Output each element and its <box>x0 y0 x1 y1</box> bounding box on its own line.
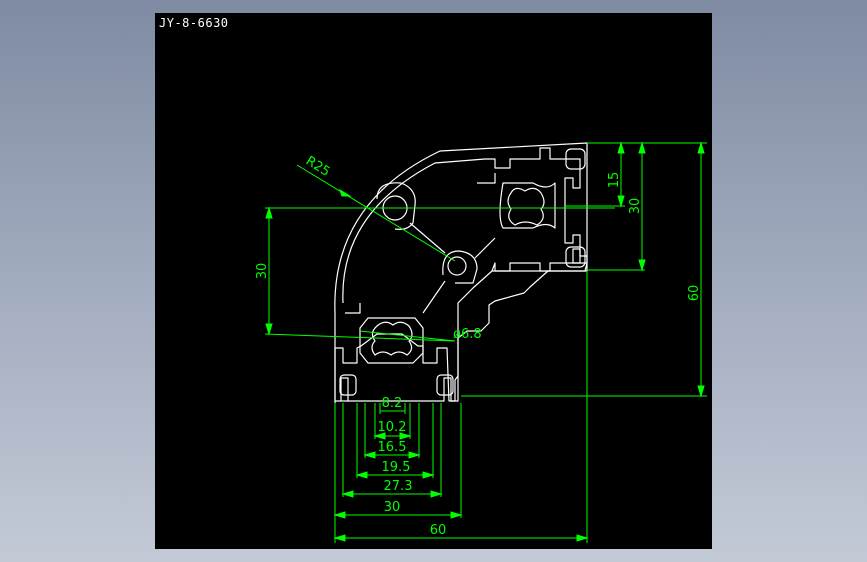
profile-outer-contour <box>334 248 588 403</box>
dim-label-8-2: 8.2 <box>382 396 403 411</box>
lower-corner-pocket <box>565 246 586 268</box>
right-corner-pocket <box>436 374 454 396</box>
dim-label-30-bottom: 30 <box>384 500 401 515</box>
dim-label-10-2: 10.2 <box>378 420 407 435</box>
upper-bore-boss <box>376 182 416 230</box>
dim-label-19-5: 19.5 <box>382 460 411 475</box>
ext-line-left-bottom <box>264 333 456 342</box>
dim-label-60-bottom: 60 <box>430 523 447 538</box>
center-bore-boss <box>442 250 478 284</box>
dim-label-30-left: 30 <box>255 263 270 280</box>
dim-label-r25: R25 <box>303 154 333 180</box>
top-right-slot <box>485 147 581 272</box>
web-upper-right <box>477 173 496 184</box>
dim-label-16-5: 16.5 <box>378 440 407 455</box>
dimension-annotations: 15 30 60 30 R25 ø6.8 <box>255 141 707 543</box>
web-to-right-core <box>474 237 496 259</box>
aluminum-profile <box>334 142 588 403</box>
web-to-bottom-core <box>422 280 446 314</box>
cad-viewport[interactable]: JY-8-6630 <box>155 13 712 549</box>
dim-label-diameter: ø6.8 <box>453 327 482 342</box>
web-lower-left <box>345 303 361 314</box>
arc-inner-wall <box>342 158 486 304</box>
center-bore <box>447 256 467 276</box>
right-core-cross <box>507 187 545 226</box>
profile-outline <box>334 142 588 402</box>
drawing-canvas: 15 30 60 30 R25 ø6.8 <box>255 141 707 543</box>
diameter-leader <box>359 330 456 342</box>
upper-corner-pocket <box>565 148 586 170</box>
drawing-title: JY-8-6630 <box>159 16 229 30</box>
bottom-core-cross <box>371 321 413 356</box>
radius-leader <box>296 164 456 262</box>
diagonal-web <box>409 222 446 254</box>
dim-label-27-3: 27.3 <box>384 479 413 494</box>
right-core-channel <box>499 182 556 229</box>
bottom-core-channel <box>359 317 424 364</box>
dim-label-60-right: 60 <box>687 285 702 302</box>
dim-label-15: 15 <box>607 172 622 189</box>
left-corner-pocket <box>339 374 357 396</box>
dim-label-30-right: 30 <box>628 198 643 215</box>
